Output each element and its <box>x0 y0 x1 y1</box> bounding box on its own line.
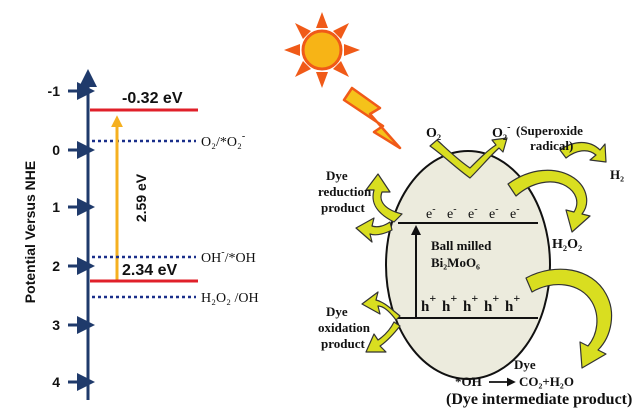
h2-label: H₂ <box>610 167 624 182</box>
dye-oxidation-line3: product <box>321 336 365 351</box>
dye-oxidation-arrow <box>361 291 401 321</box>
svg-text:h+: h+ <box>505 291 520 315</box>
dye-reduction-line3: product <box>321 200 365 215</box>
cb-value-label: -0.32 eV <box>122 90 183 107</box>
tick-group-3: 3 <box>52 316 95 334</box>
tick-label-0: 0 <box>52 142 60 158</box>
axis-title: Potential Versus NHE <box>22 161 38 303</box>
superoxide-label-line2: radical) <box>530 138 573 153</box>
energy-level-diagram: Potential Versus NHE -1 0 1 2 3 4 -0.32 … <box>22 69 259 400</box>
tick-label-3: 3 <box>52 317 60 333</box>
dye-oxidation-arrow-lower <box>365 321 401 353</box>
dye-reduction-line1: Dye <box>326 168 348 183</box>
band-gap-label: 2.59 eV <box>133 173 149 222</box>
tick-group-2: 2 <box>52 257 95 275</box>
to-co2-arrow <box>525 268 613 369</box>
electrons: e- e- e- e- e- <box>426 204 520 222</box>
svg-text:h+: h+ <box>421 291 436 315</box>
h2o2-couple-label: H₂O₂ /OH <box>201 291 259 306</box>
dye-reduction-arrow-lower <box>355 217 393 243</box>
tick-label-neg1: -1 <box>48 83 61 99</box>
svg-text:e-: e- <box>510 204 520 222</box>
superoxide-formula: O₂- <box>492 122 510 141</box>
dye-over-arrow-label: Dye <box>514 357 536 372</box>
oh-reactant-label: *OH <box>455 374 482 389</box>
svg-text:e-: e- <box>426 204 436 222</box>
tick-label-1: 1 <box>52 199 60 215</box>
co2-h2o-label: CO₂+H₂O <box>519 374 574 389</box>
dye-oxidation-line1: Dye <box>326 304 348 319</box>
tick-group-4: 4 <box>52 373 95 391</box>
svg-text:h+: h+ <box>442 291 457 315</box>
o2-label: O₂ <box>426 126 441 141</box>
lightning-bolt-icon <box>342 86 402 150</box>
tick-group-1: 1 <box>52 198 95 216</box>
to-h2o2-arrow <box>507 169 591 233</box>
tick-label-4: 4 <box>52 374 60 390</box>
svg-text:e-: e- <box>489 204 499 222</box>
svg-text:e-: e- <box>447 204 457 222</box>
superoxide-label-line1: (Superoxide <box>516 123 583 138</box>
dye-oxidation-line2: oxidation <box>318 320 371 335</box>
catalyst-name-line2: Bi₂MoO₆ <box>431 255 480 270</box>
tick-label-2: 2 <box>52 258 60 274</box>
h2o2-label: H₂O₂ <box>552 237 582 252</box>
tick-group-0: 0 <box>52 141 95 159</box>
dye-reduction-arrow <box>365 173 403 223</box>
tick-group-neg1: -1 <box>48 82 95 100</box>
sun-icon <box>284 12 360 88</box>
svg-text:h+: h+ <box>463 291 478 315</box>
svg-text:h+: h+ <box>484 291 499 315</box>
reaction-arrows <box>355 137 613 369</box>
o2-to-superoxide-arrow <box>429 137 508 179</box>
dye-intermediate-label: (Dye intermediate product) <box>446 391 632 408</box>
o2-couple-label: O₂/*O₂- <box>201 131 245 150</box>
to-h2-arrow <box>559 141 607 163</box>
vb-value-label: 2.34 eV <box>122 262 177 279</box>
svg-text:e-: e- <box>468 204 478 222</box>
catalyst-name-line1: Ball milled <box>431 238 492 253</box>
reaction-labels: O₂ O₂- (Superoxide radical) H₂ H₂O₂ Dye … <box>318 122 632 408</box>
oh-couple-label: OH-/*OH <box>201 247 256 266</box>
catalyst-particle: e- e- e- e- e- Ball milled Bi₂MoO₆ h+ h+… <box>385 150 551 380</box>
holes: h+ h+ h+ h+ h+ <box>421 291 520 315</box>
dye-reduction-line2: reduction <box>318 184 372 199</box>
